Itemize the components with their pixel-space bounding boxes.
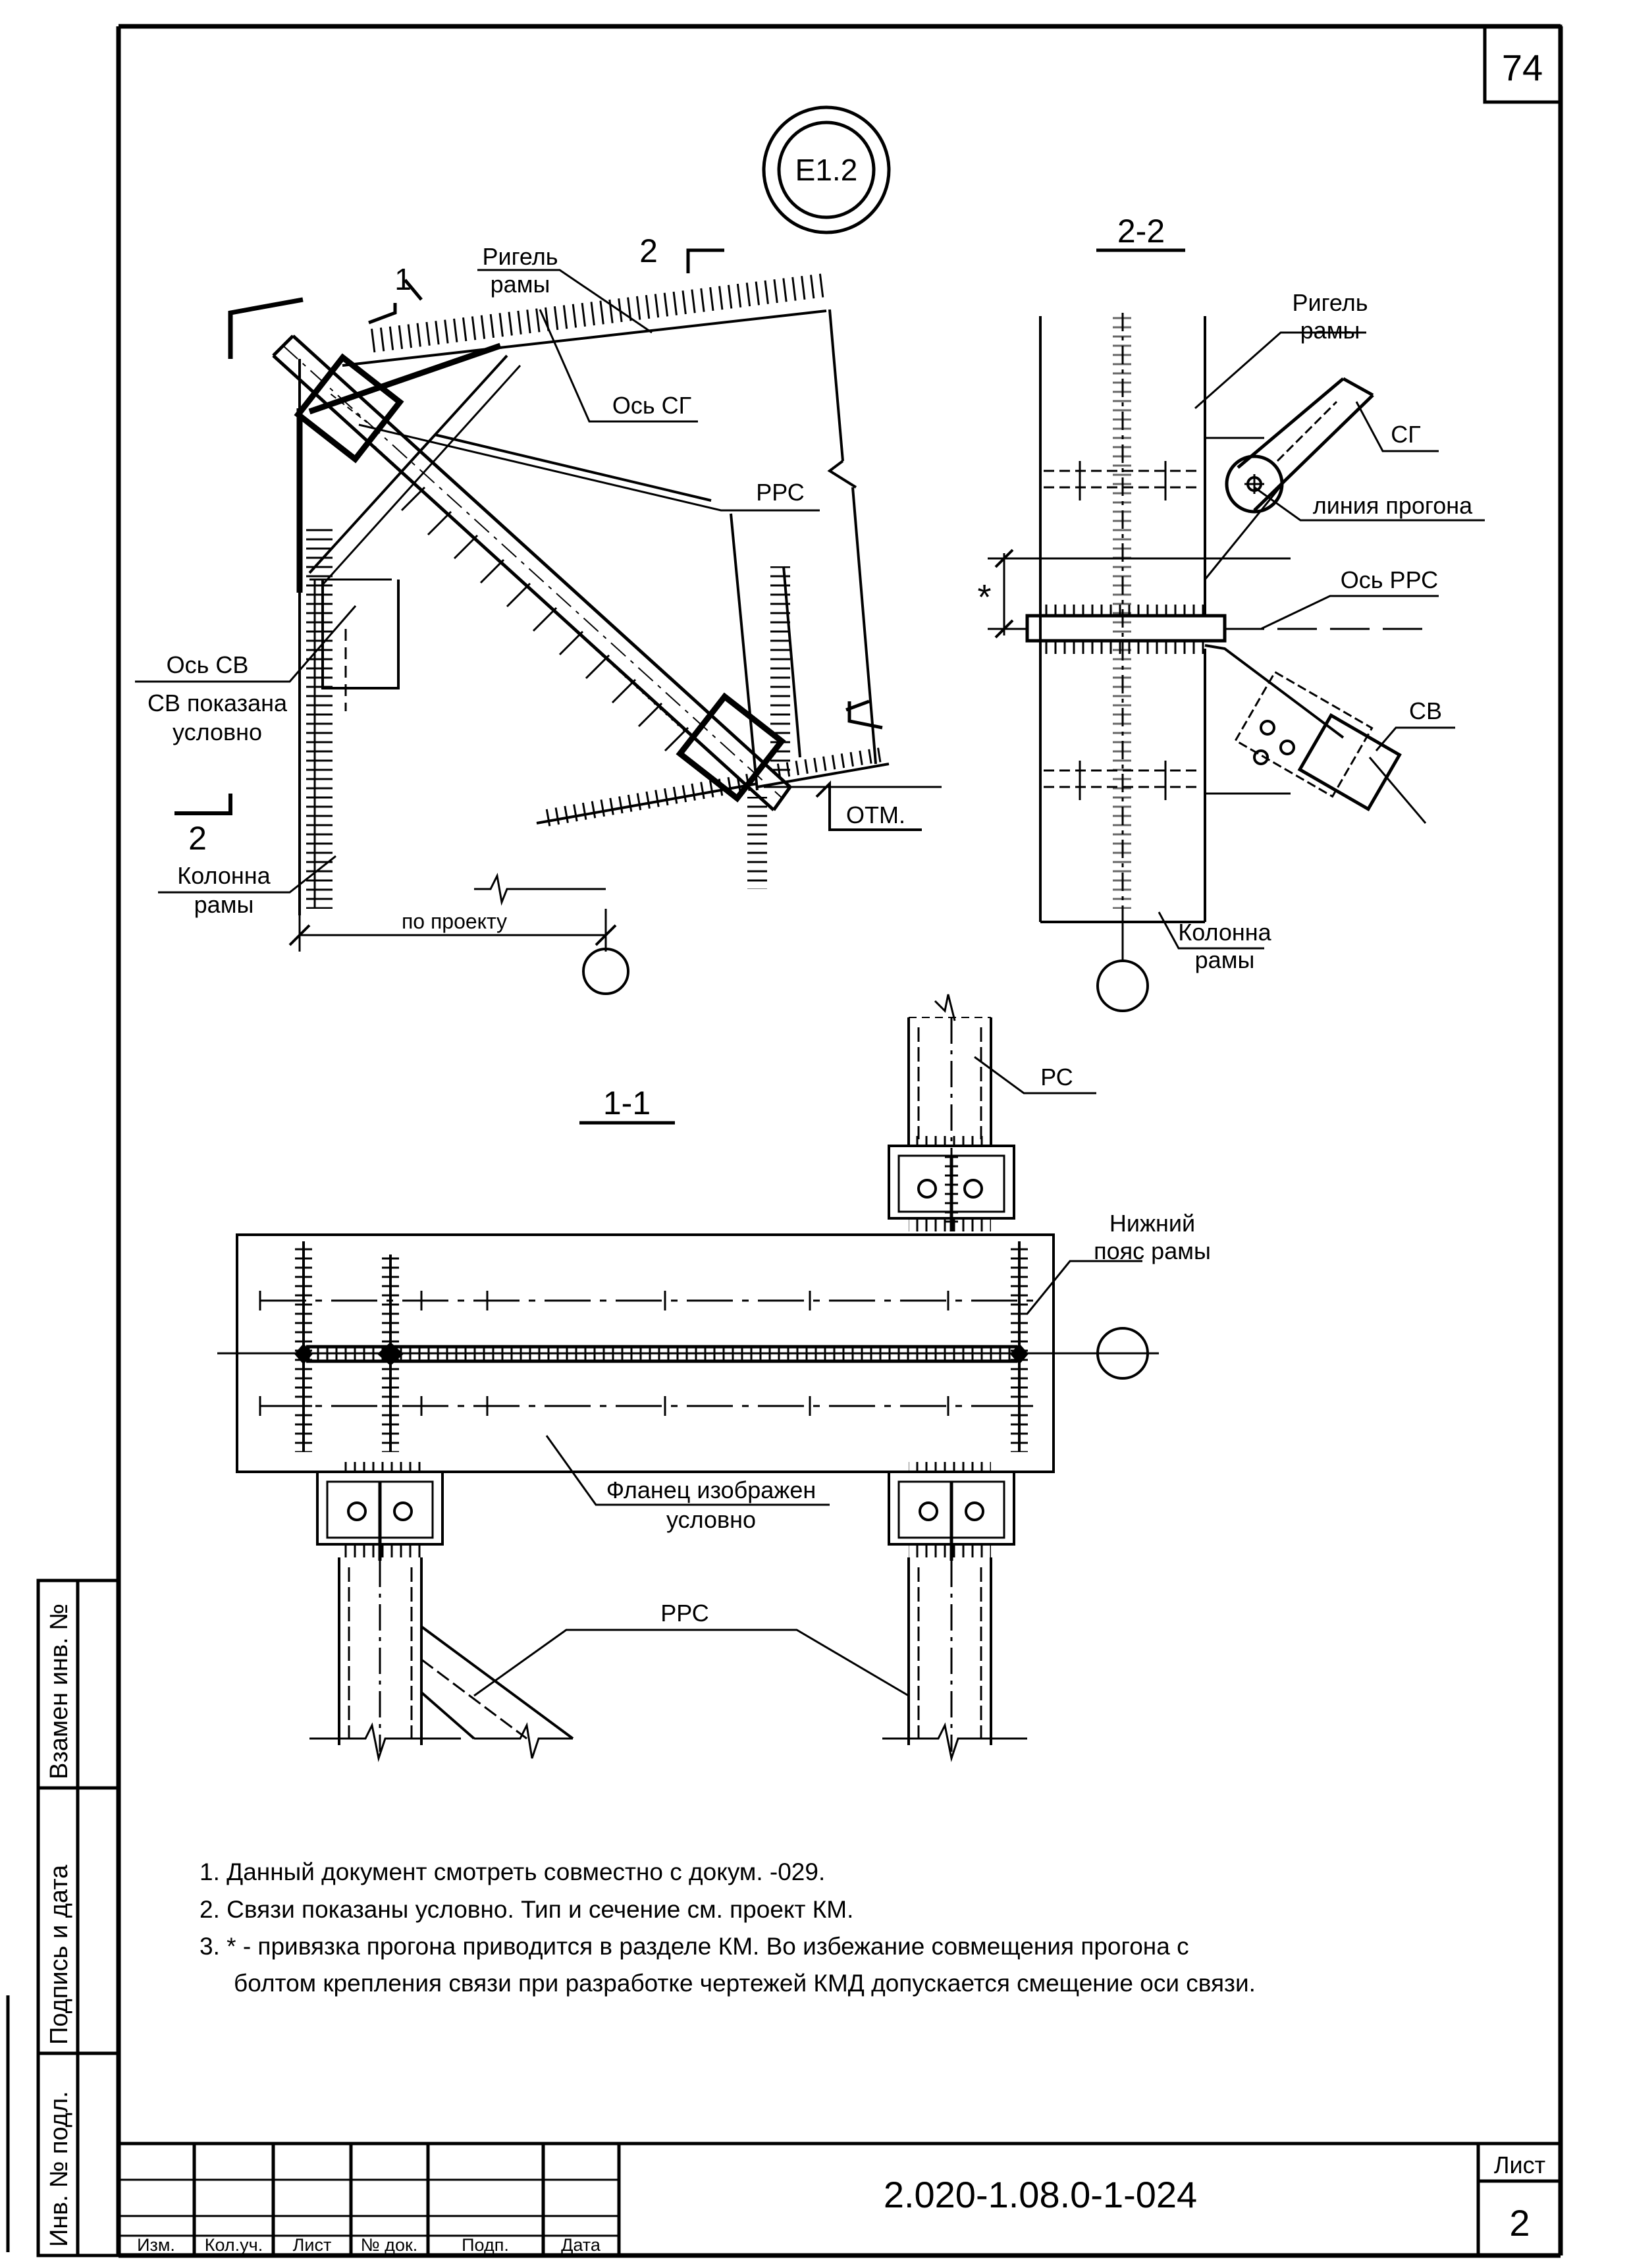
s22-purlin-label: линия прогона bbox=[1313, 492, 1473, 519]
section-11 bbox=[217, 994, 1159, 1762]
main-sv-note-1: СВ показана bbox=[147, 689, 288, 716]
s22-column-label-2: рамы bbox=[1195, 946, 1255, 973]
s11-chord-label-1: Нижний bbox=[1109, 1210, 1195, 1237]
node-mark-label: Е1.2 bbox=[795, 153, 858, 187]
main-rigel-label-2: рамы bbox=[491, 271, 550, 298]
s22-column-label-1: Колонна bbox=[1178, 919, 1271, 946]
main-column-label-1: Колонна bbox=[177, 862, 271, 889]
s22-axis-rrs-label: Ось РРС bbox=[1341, 566, 1438, 593]
s22-star-mark: * bbox=[977, 578, 991, 617]
note-3-cont: болтом крепления связи при разработке че… bbox=[234, 1970, 1256, 1997]
s11-flange-label-2: условно bbox=[666, 1506, 756, 1533]
main-axis-sv-label: Ось СВ bbox=[167, 651, 249, 678]
s22-rigel-label-2: рамы bbox=[1300, 317, 1360, 344]
main-rigel-label-1: Ригель bbox=[482, 243, 558, 270]
main-axis-sg-label: Ось СГ bbox=[612, 392, 691, 419]
sheet-number-box: 74 bbox=[1483, 24, 1562, 104]
main-rrs-label: РРС bbox=[756, 479, 805, 506]
note-2: 2. Связи показаны условно. Тип и сечение… bbox=[200, 1896, 853, 1923]
document-code: 2.020-1.08.0-1-024 bbox=[884, 2174, 1197, 2215]
note-3: 3. * - привязка прогона приводится в раз… bbox=[200, 1933, 1189, 1960]
section-22-labels: 2-2 Ригель рамы СГ линия прогона Ось РРС… bbox=[977, 213, 1473, 973]
sheet-page-number: 2 bbox=[1509, 2202, 1530, 2244]
tb-col-podp: Подп. bbox=[462, 2235, 509, 2255]
tb-col-kolvo: Кол.уч. bbox=[205, 2235, 263, 2255]
section-11-title: 1-1 bbox=[603, 1085, 651, 1121]
tb-col-data: Дата bbox=[561, 2235, 601, 2255]
sheet-frame bbox=[116, 24, 1563, 2258]
main-sv-note-2: условно bbox=[173, 718, 262, 745]
title-block-columns: Изм. Кол.уч. Лист № док. Подп. Дата bbox=[137, 2235, 601, 2255]
s22-sg-label: СГ bbox=[1391, 421, 1421, 448]
node-mark: Е1.2 bbox=[762, 105, 891, 234]
tb-col-izm: Изм. bbox=[137, 2235, 175, 2255]
s11-rrs-label: РРС bbox=[660, 1600, 709, 1627]
s22-rigel-label-1: Ригель bbox=[1292, 289, 1368, 316]
cut-2-left-label: 2 bbox=[188, 820, 207, 857]
main-column-label-2: рамы bbox=[194, 891, 254, 918]
main-view-labels: Ригель рамы Ось СГ РРС Ось СВ СВ показан… bbox=[147, 232, 905, 933]
side-stamp-replacing: Взамен инв. № bbox=[45, 1604, 73, 1779]
tb-col-doc: № док. bbox=[361, 2235, 418, 2255]
notes: 1. Данный документ смотреть совместно с … bbox=[200, 1858, 1256, 1997]
main-view bbox=[135, 248, 942, 995]
note-1: 1. Данный документ смотреть совместно с … bbox=[200, 1858, 825, 1885]
section-11-labels: 1-1 РС Нижний пояс рамы Фланец изображен… bbox=[603, 1064, 1211, 1627]
side-stamp-inventory: Инв. № подл. bbox=[45, 2091, 73, 2247]
s22-sv-label: СВ bbox=[1409, 697, 1442, 724]
main-dimension-label: по проекту bbox=[402, 909, 507, 933]
cut-2-top-label: 2 bbox=[639, 232, 658, 269]
tb-col-list: Лист bbox=[293, 2235, 332, 2255]
s11-flange-label-1: Фланец изображен bbox=[606, 1476, 816, 1503]
title-block bbox=[119, 2142, 1561, 2255]
cut-1-label: 1 bbox=[394, 262, 412, 296]
s11-chord-label-2: пояс рамы bbox=[1094, 1237, 1211, 1264]
sheet-number: 74 bbox=[1502, 47, 1543, 88]
side-stamp-signature: Подпись и дата bbox=[45, 1864, 73, 2045]
side-stamp bbox=[36, 1579, 120, 2257]
main-otm-label: ОТМ. bbox=[846, 801, 905, 828]
section-22 bbox=[988, 248, 1485, 1012]
s11-rs-label: РС bbox=[1040, 1064, 1073, 1091]
sheet-label: Лист bbox=[1494, 2151, 1545, 2178]
section-22-title: 2-2 bbox=[1117, 213, 1165, 250]
